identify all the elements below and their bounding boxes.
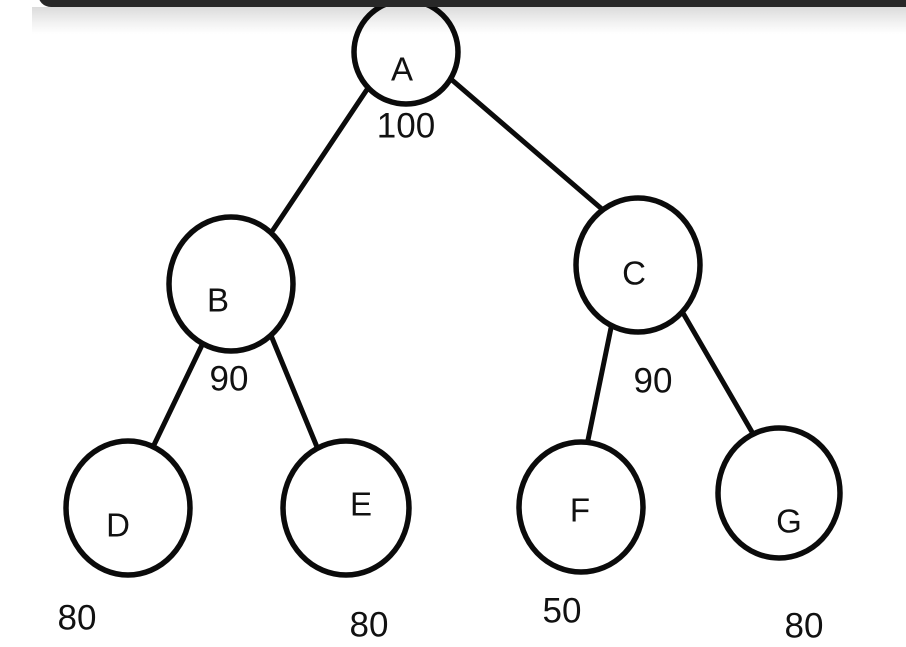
node-D-letter: D [106, 507, 130, 544]
node-C-value: 90 [634, 362, 673, 401]
node-A-value: 100 [377, 107, 435, 146]
window-edge-shadow [32, 7, 906, 34]
tree-nodes: A B C D E F G [63, 0, 843, 578]
tree-value-labels: 100 90 90 80 80 50 80 [58, 107, 824, 646]
edge-B-E [267, 330, 320, 450]
edge-A-C [449, 77, 606, 213]
node-D-circle [63, 438, 193, 578]
node-E-circle [280, 438, 412, 578]
node-G-circle [715, 425, 843, 561]
tree-edges [150, 77, 755, 450]
node-G-value: 80 [785, 607, 824, 646]
edge-B-D [150, 340, 206, 450]
edge-A-B [270, 85, 371, 233]
node-F-letter: F [570, 492, 590, 529]
window-top-edge-bar [39, 0, 906, 7]
node-B-circle [166, 214, 296, 354]
node-C-letter: C [622, 255, 646, 292]
node-F-circle [516, 439, 646, 575]
node-B-value: 90 [210, 360, 249, 399]
node-F-value: 50 [543, 592, 582, 631]
node-G-letter: G [776, 503, 802, 540]
edge-C-G [680, 310, 755, 435]
node-E-letter: E [350, 486, 372, 523]
node-B-letter: B [207, 282, 229, 319]
node-D-value: 80 [58, 599, 97, 638]
node-C-circle [573, 195, 703, 335]
node-A-letter: A [391, 51, 413, 88]
node-E-value: 80 [350, 606, 389, 645]
edge-C-F [585, 320, 615, 443]
